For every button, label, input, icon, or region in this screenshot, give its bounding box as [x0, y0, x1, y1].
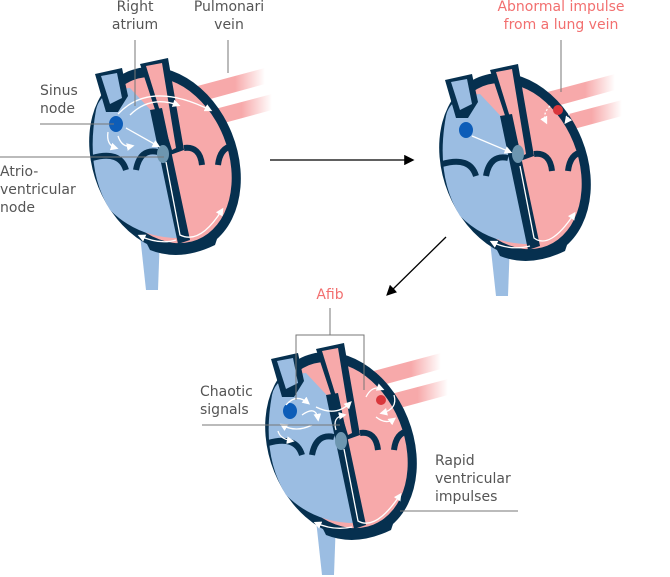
- label-sinus-node: Sinus node: [40, 83, 78, 117]
- signal-arrows: [471, 105, 576, 249]
- label-chaotic-signals: Chaotic signals: [200, 384, 253, 418]
- heart-abnormal-impulse: [412, 50, 622, 296]
- label-av-node: Atrio- ventricular node: [0, 164, 76, 216]
- av-node: [335, 432, 347, 450]
- chaotic-signal-arrows: [277, 383, 402, 529]
- label-right-atrium: Right atrium: [111, 0, 159, 33]
- heart-normal: [62, 44, 272, 290]
- signal-arrows: [107, 95, 224, 243]
- av-node: [157, 145, 169, 163]
- av-node: [512, 145, 524, 163]
- sinus-node: [283, 403, 297, 419]
- label-afib: Afib: [316, 287, 344, 303]
- abnormal-impulse-icon: [376, 395, 386, 405]
- sinus-node: [459, 122, 473, 138]
- sinus-node: [109, 116, 123, 132]
- leader-lines: [0, 40, 562, 512]
- label-abnormal-impulse: Abnormal impulse from a lung vein: [497, 0, 625, 33]
- arrow-to-afib: [386, 236, 447, 296]
- label-rapid-ventricular-impulses: Rapid ventricular impulses: [435, 453, 511, 505]
- heart-afib: [238, 329, 448, 575]
- abnormal-impulse-icon: [553, 105, 563, 115]
- label-pulmonari-vein: Pulmonari vein: [193, 0, 265, 33]
